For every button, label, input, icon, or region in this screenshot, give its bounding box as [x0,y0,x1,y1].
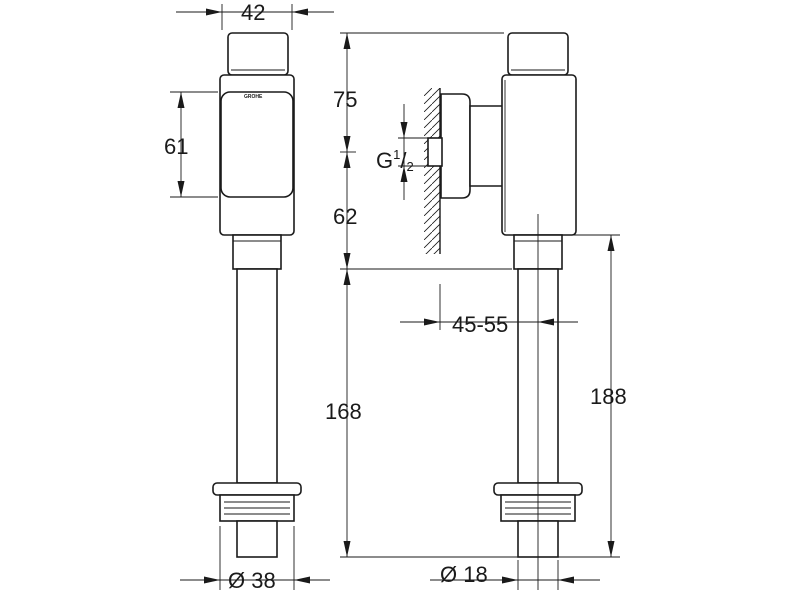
dim-height-168: 168 [325,399,362,424]
dim-thread-size: G1/2 [376,147,414,174]
thread-numerator: 1 [393,147,401,162]
front-flush-pipe [236,268,278,484]
side-dimensions [340,32,620,590]
side-valve-body [501,74,577,236]
dim-height-62: 62 [333,204,358,229]
dim-diameter-18: Ø 18 [440,562,488,587]
connector-arm [469,105,505,187]
dim-wall-45-55: 45-55 [452,312,509,337]
brand-logo: GROHE [244,94,263,100]
dim-width-42: 42 [241,0,266,25]
thread-denominator: 2 [406,159,414,174]
front-neck [232,234,282,270]
front-view [212,32,302,558]
side-view [424,32,583,558]
dim-height-188: 188 [590,384,627,409]
dim-height-75: 75 [333,87,358,112]
front-button-cap [227,32,289,76]
front-dimensions [170,4,334,590]
wall-flange [440,93,471,199]
front-logo-plate [220,91,294,198]
front-outlet [236,520,278,558]
wall-hatch [424,88,440,254]
front-rosette [212,482,302,496]
thread-letter: G [376,148,394,173]
dim-diameter-38: Ø 38 [228,568,276,593]
inlet-stub [427,137,443,167]
thread-slash: / [400,148,407,173]
dim-height-61: 61 [164,134,189,159]
side-button-cap [507,32,569,76]
